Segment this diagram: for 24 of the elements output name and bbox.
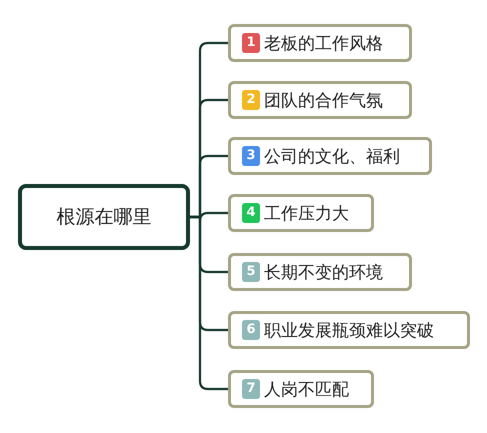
topic-text: 老板的工作风格 (264, 32, 383, 54)
topic-text: 团队的合作气氛 (264, 90, 383, 112)
number-badge: 7 (242, 379, 260, 399)
number-badge: 4 (242, 203, 260, 223)
topic-box (228, 194, 374, 232)
topic-text: 长期不变的环境 (264, 262, 383, 284)
topic-text: 公司的文化、福利 (264, 146, 400, 168)
topic-text: 根源在哪里 (56, 205, 152, 230)
number-badge: 1 (242, 33, 260, 53)
topic-box (228, 24, 412, 62)
number-badge: 5 (242, 262, 260, 282)
topic-box (228, 311, 470, 349)
topic-text: 人岗不匹配 (264, 378, 349, 400)
topic-text: 职业发展瓶颈难以突破 (264, 320, 434, 342)
topic-box (228, 370, 374, 408)
topic-box (228, 137, 432, 175)
root-topic-box (18, 184, 190, 250)
topic-box (228, 81, 412, 119)
topic-box (228, 253, 412, 291)
number-badge: 2 (242, 90, 260, 110)
topic-text: 工作压力大 (264, 202, 349, 224)
number-badge: 6 (242, 320, 260, 340)
connector-line (190, 216, 228, 390)
number-badge: 3 (242, 146, 260, 166)
